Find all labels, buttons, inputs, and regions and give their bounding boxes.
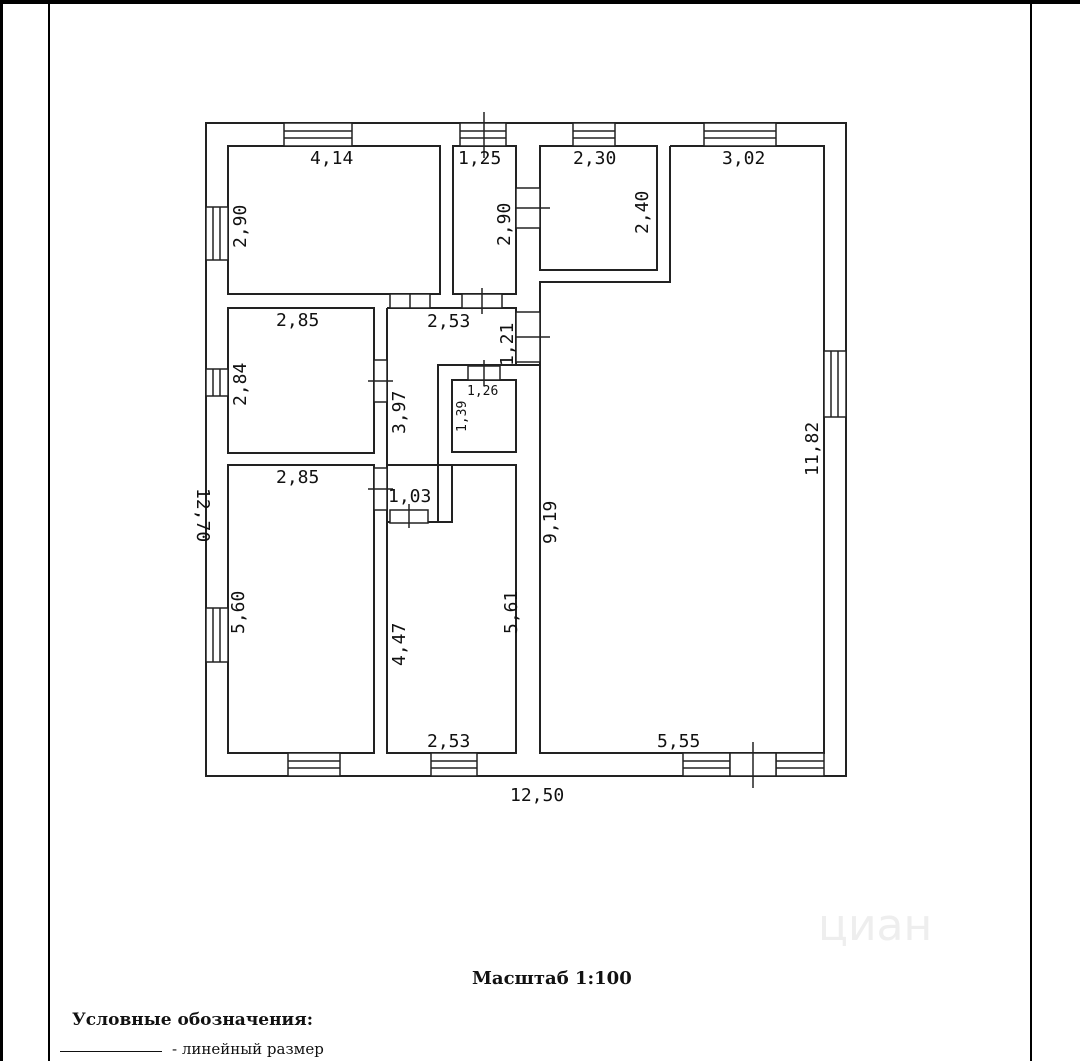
dim-284: 2,84 <box>230 363 251 406</box>
frame-left-outer-border <box>0 0 3 1061</box>
window-top-3 <box>572 122 616 147</box>
door-closet <box>467 360 501 386</box>
dim-overall-height: 12,70 <box>192 488 213 542</box>
window-left-1 <box>205 206 229 261</box>
corridor-outline <box>387 307 517 523</box>
watermark-logo: циан <box>818 900 933 951</box>
dim-1182: 11,82 <box>802 422 823 476</box>
window-bottom-4 <box>775 752 825 777</box>
dim-139: 1,39 <box>455 401 470 432</box>
door-right-room <box>515 311 550 363</box>
dim-253a: 2,53 <box>427 311 470 332</box>
window-left-3 <box>205 607 229 663</box>
frame-top-border <box>0 0 1080 4</box>
window-top-1 <box>283 122 353 147</box>
frame-right-border <box>1030 0 1032 1061</box>
dim-126: 1,26 <box>467 384 498 399</box>
door-room-top-left <box>389 293 431 309</box>
dimension-labels: 4,14 1,25 2,30 3,02 2,90 2,90 2,40 2,85 … <box>192 148 823 806</box>
door-bottom-middle <box>389 504 429 528</box>
dim-397: 3,97 <box>389 391 410 434</box>
window-bottom-2 <box>430 752 478 777</box>
legend-title: Условные обозначения: <box>72 1010 313 1030</box>
doors <box>368 112 777 788</box>
dim-290b: 2,90 <box>494 203 515 246</box>
door-bathroom <box>461 288 503 314</box>
dim-555: 5,55 <box>657 731 700 752</box>
dim-103: 1,03 <box>388 486 431 507</box>
dim-230: 2,30 <box>573 148 616 169</box>
windows <box>205 122 847 777</box>
dim-560: 5,60 <box>228 591 249 634</box>
legend-linear-size-text: - линейный размер <box>172 1040 324 1058</box>
frame-left-border <box>48 0 50 1061</box>
outer-wall-inside <box>227 145 825 754</box>
dim-125: 1,25 <box>458 148 501 169</box>
dim-290a: 2,90 <box>230 205 251 248</box>
door-top-small <box>515 187 550 229</box>
legend-linear-size-line <box>60 1051 162 1052</box>
outer-wall-outside <box>205 122 847 777</box>
dim-919: 9,19 <box>540 501 561 544</box>
window-right-1 <box>823 350 847 418</box>
door-middle-left <box>368 359 393 403</box>
dim-240: 2,40 <box>632 191 653 234</box>
dim-414: 4,14 <box>310 148 353 169</box>
window-bottom-3 <box>682 752 731 777</box>
dim-overall-width: 12,50 <box>510 785 564 806</box>
room-bottom-left <box>227 464 375 754</box>
door-bottom-entrance <box>729 742 777 788</box>
dim-561: 5,61 <box>501 591 522 634</box>
scale-label: Масштаб 1:100 <box>472 968 632 989</box>
dim-253b: 2,53 <box>427 731 470 752</box>
window-top-2 <box>459 122 507 147</box>
dim-285b: 2,85 <box>276 467 319 488</box>
window-left-2 <box>205 368 229 397</box>
window-bottom-1 <box>287 752 341 777</box>
room-large-right <box>539 145 825 754</box>
dim-302: 3,02 <box>722 148 765 169</box>
dim-285a: 2,85 <box>276 310 319 331</box>
window-top-4 <box>703 122 777 147</box>
dim-121: 1,21 <box>497 323 518 366</box>
dim-447: 4,47 <box>389 623 410 666</box>
door-bottom-left <box>368 467 393 511</box>
